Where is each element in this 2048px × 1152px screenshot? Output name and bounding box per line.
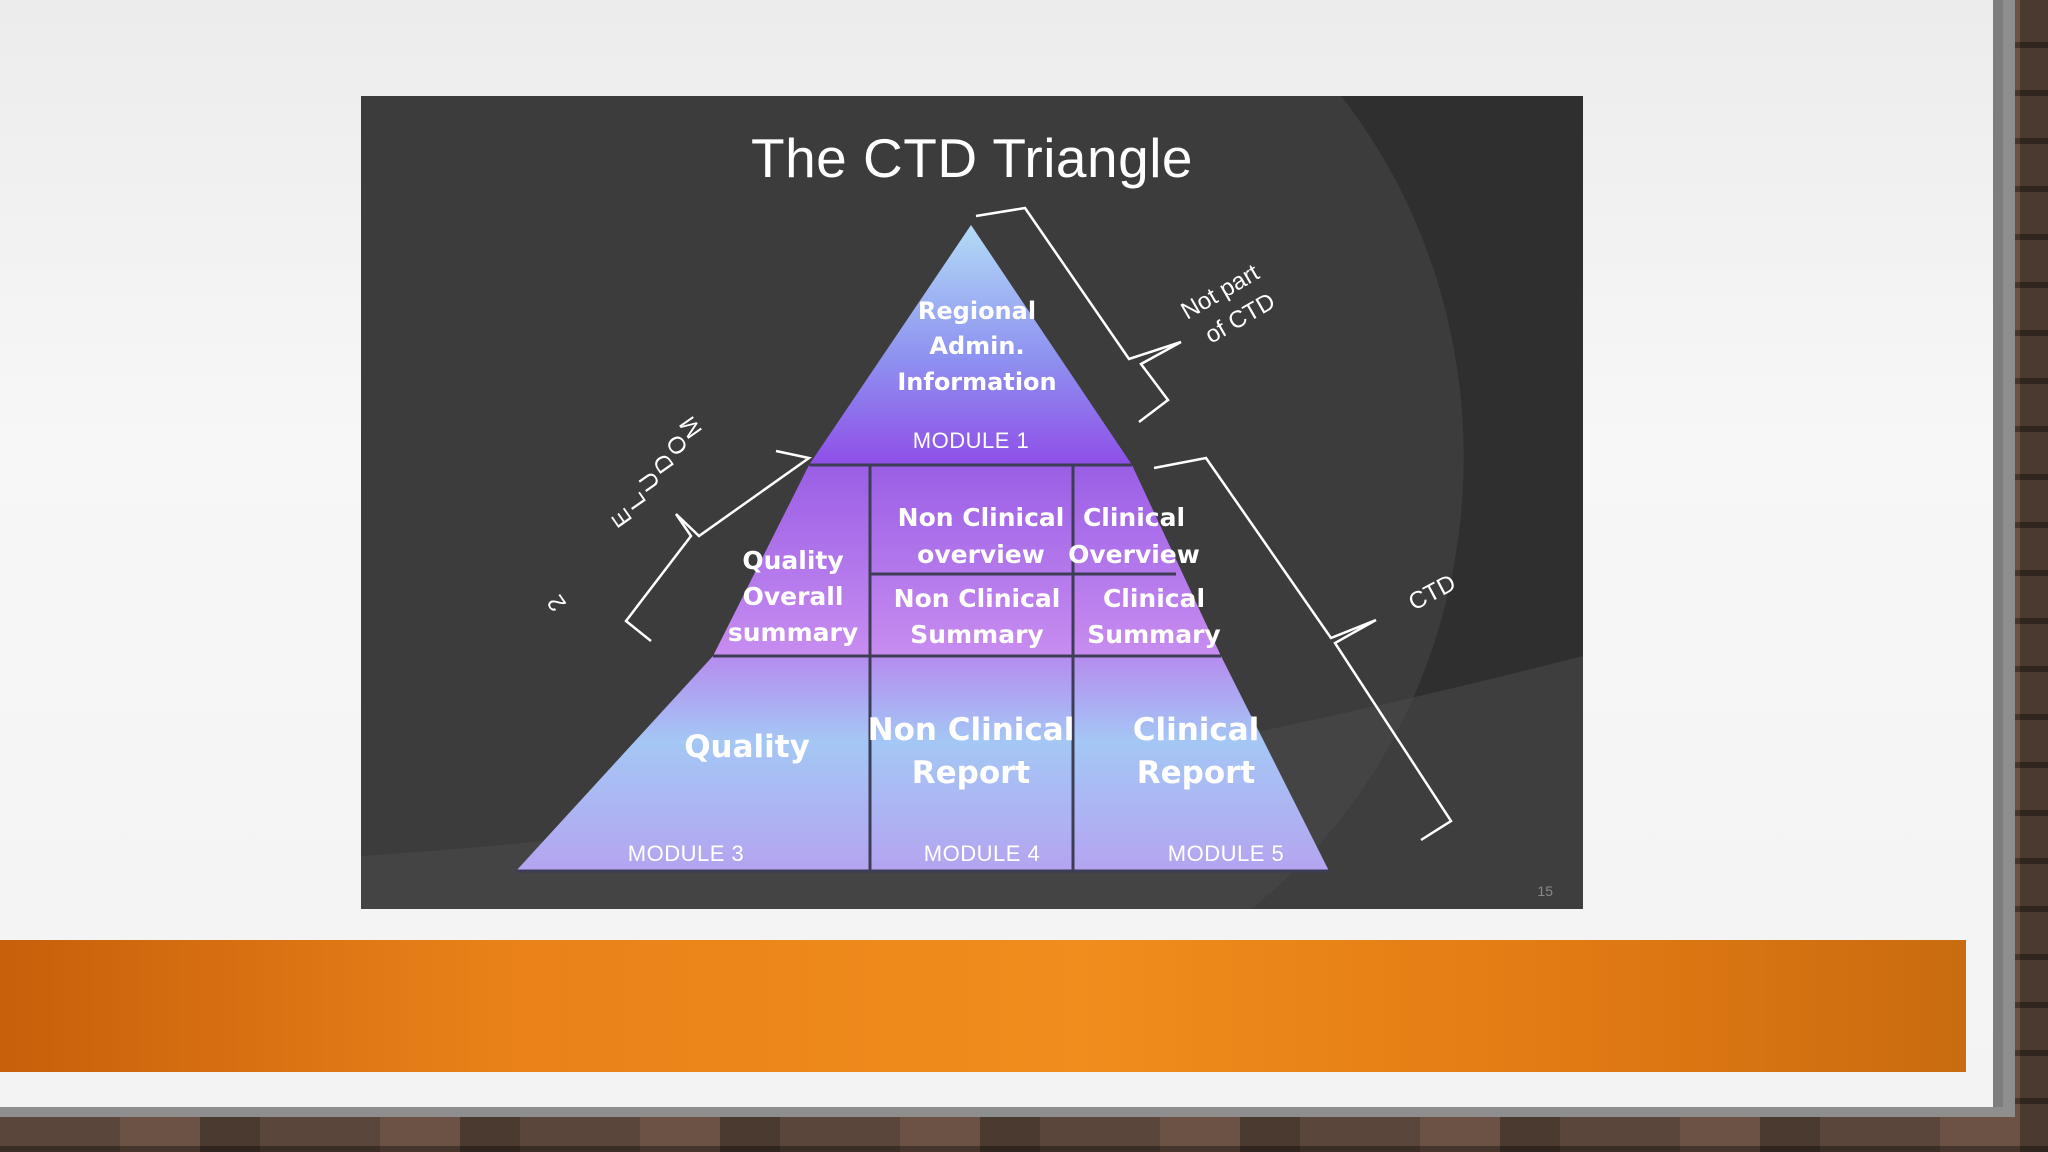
- nonclinical-summary-line1: Non Clinical: [894, 584, 1061, 613]
- ctd-bracket: [1153, 456, 1453, 842]
- module1-tier: [809, 225, 1132, 465]
- module3-label: MODULE 3: [628, 841, 744, 866]
- clinical-overview-line1: Clinical: [1083, 503, 1185, 532]
- clinical-report-line2: Report: [1137, 755, 1256, 791]
- orange-footer-band: [0, 940, 1966, 1072]
- nonclinical-overview-line2: overview: [917, 540, 1045, 569]
- page-number: 15: [1537, 883, 1553, 899]
- quality-overall-line3: summary: [728, 618, 858, 647]
- apex-line2: Admin.: [929, 332, 1024, 360]
- nonclinical-report-line1: Non Clinical: [868, 712, 1075, 748]
- clinical-summary-line2: Summary: [1087, 620, 1220, 649]
- module2-vertical-label: M O D U L E 2: [542, 411, 708, 616]
- module2-number: 2: [542, 590, 572, 616]
- ctd-diagram-panel: Regional Admin. Information MODULE 1 Qua…: [361, 96, 1583, 909]
- module1-label: MODULE 1: [913, 428, 1029, 453]
- quality-overall-line2: Overall: [743, 582, 844, 611]
- apex-line1: Regional: [918, 297, 1036, 325]
- clinical-report-line1: Clinical: [1133, 712, 1260, 748]
- module5-label: MODULE 5: [1168, 841, 1284, 866]
- nonclinical-report-line2: Report: [912, 755, 1031, 791]
- slide: Regional Admin. Information MODULE 1 Qua…: [0, 0, 2003, 1107]
- slide-title: The CTD Triangle: [750, 127, 1194, 189]
- module4-label: MODULE 4: [924, 841, 1040, 866]
- base-tier: [516, 656, 1329, 871]
- apex-line3: Information: [897, 368, 1056, 396]
- ctd-triangle-svg: Regional Admin. Information MODULE 1 Qua…: [361, 96, 1583, 909]
- quality-cell: Quality: [684, 729, 810, 765]
- nonclinical-overview-line1: Non Clinical: [898, 503, 1065, 532]
- clinical-summary-line1: Clinical: [1103, 584, 1205, 613]
- module2-bracket: [624, 449, 813, 642]
- clinical-overview-line2: Overview: [1068, 540, 1200, 569]
- bracket-lines: [624, 206, 1453, 842]
- grid-lines: [516, 463, 1329, 873]
- quality-overall-line1: Quality: [742, 546, 843, 575]
- slide-frame: Regional Admin. Information MODULE 1 Qua…: [0, 0, 2015, 1117]
- module2-tier: [713, 465, 1221, 656]
- nonclinical-summary-line2: Summary: [910, 620, 1043, 649]
- not-part-bracket: [975, 206, 1182, 423]
